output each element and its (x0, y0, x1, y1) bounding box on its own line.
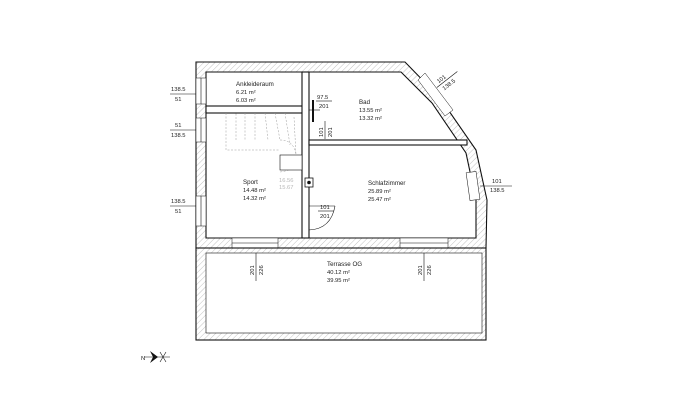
dim-bad-door: 97.5 201 (316, 95, 332, 110)
room-bad-area2: 13.32 m² (359, 116, 382, 122)
svg-text:51: 51 (175, 97, 181, 103)
svg-text:201: 201 (319, 104, 329, 110)
svg-text:N: N (141, 356, 145, 362)
svg-text:201: 201 (328, 127, 334, 137)
room-ankleideraum-area2: 6.03 m² (236, 98, 256, 104)
room-schlafzimmer-area2: 25.47 m² (368, 197, 391, 203)
wall-vertical-center (301, 71, 310, 239)
svg-text:101: 101 (436, 74, 447, 85)
room-terrasse-name: Terrasse OG (327, 261, 362, 268)
room-terrasse-area2: 39.95 m² (327, 278, 350, 284)
room-schlafzimmer-name: Schlafzimmer (368, 180, 405, 187)
window-right (465, 171, 481, 201)
staircase (225, 112, 303, 173)
svg-text:51: 51 (175, 123, 181, 129)
dim-bad-door-vertical: 101 201 (319, 121, 334, 139)
wall-ankleide-bottom (205, 105, 307, 114)
svg-text:51: 51 (175, 209, 181, 215)
stair-area-1: 16.56 (279, 178, 294, 184)
stair-area-2: 15.67 (279, 185, 294, 191)
dim-right-mid: 101 138.5 (480, 179, 512, 194)
dim-left-top: 138.5 51 (170, 87, 196, 103)
room-ankleideraum-area1: 6.21 m² (236, 90, 256, 96)
dim-terrace-right: 201 226 (418, 253, 433, 281)
door-schlafzimmer (308, 205, 336, 231)
dim-schlafzimmer-door: 101 201 (318, 205, 334, 220)
room-sport-area2: 14.32 m² (243, 196, 266, 202)
room-sport-name: Sport (243, 179, 258, 186)
svg-text:226: 226 (259, 265, 265, 275)
room-ankleideraum-name: Ankleideraum (236, 81, 274, 88)
dim-terrace-left: 201 226 (250, 253, 265, 281)
room-bad-area1: 13.55 m² (359, 108, 382, 114)
svg-text:138.5: 138.5 (171, 199, 186, 205)
svg-text:138.5: 138.5 (171, 87, 186, 93)
svg-text:201: 201 (320, 214, 330, 220)
svg-text:101: 101 (492, 179, 502, 185)
dim-left-bot: 138.5 51 (170, 199, 196, 215)
svg-text:138.5: 138.5 (490, 188, 505, 194)
room-schlafzimmer-area1: 25.89 m² (368, 189, 391, 195)
svg-text:138.5: 138.5 (171, 133, 186, 139)
svg-text:201: 201 (250, 265, 256, 275)
room-bad-name: Bad (359, 99, 371, 106)
door-bad-leaf (312, 100, 314, 122)
terrace-inner (205, 252, 483, 334)
north-arrow-icon: N (141, 351, 170, 363)
window-diagonal (417, 72, 454, 117)
room-sport-area1: 14.48 m² (243, 188, 266, 194)
svg-text:226: 226 (427, 265, 433, 275)
svg-text:201: 201 (418, 265, 424, 275)
svg-text:101: 101 (320, 205, 330, 211)
svg-text:97.5: 97.5 (317, 95, 328, 101)
dim-left-mid: 51 138.5 (170, 123, 196, 139)
room-terrasse-area1: 40.12 m² (327, 270, 350, 276)
wall-bad-bottom (308, 139, 468, 146)
svg-text:101: 101 (319, 127, 325, 137)
